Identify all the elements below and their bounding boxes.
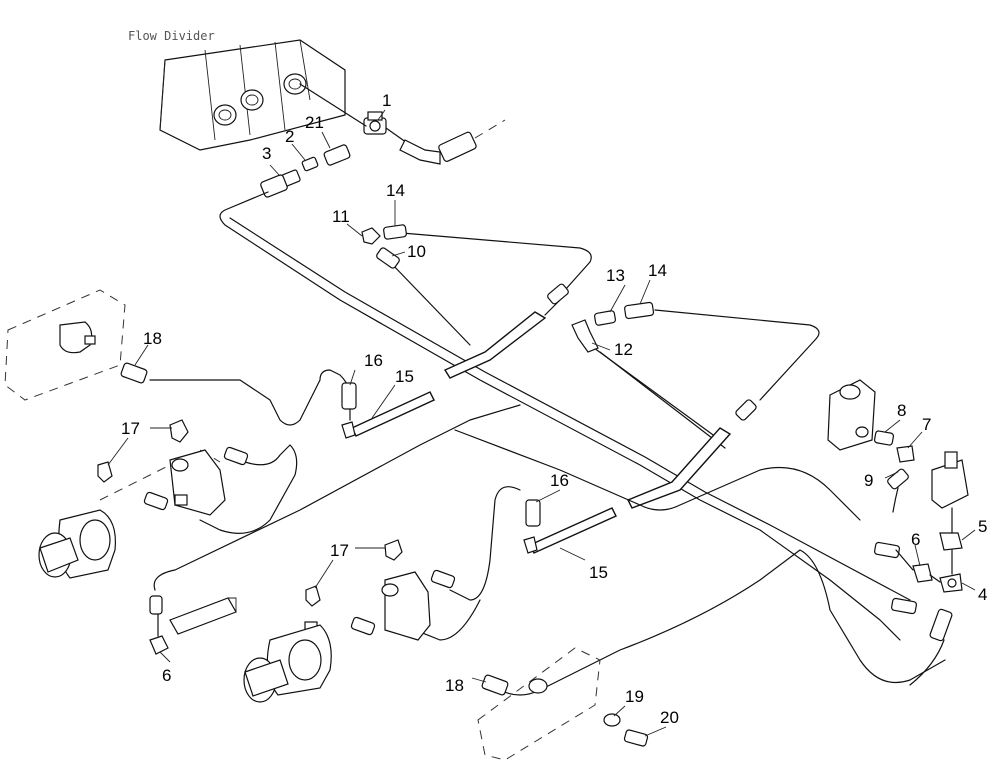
- callout-16-upper: 16: [364, 351, 383, 370]
- callout-9: 9: [864, 471, 873, 490]
- fitting-21: [323, 144, 351, 166]
- solenoid-valve: [827, 379, 876, 451]
- callout-5: 5: [978, 517, 987, 536]
- fitting-5: [939, 532, 963, 551]
- callout-17-lower: 17: [330, 541, 349, 560]
- fitting-17-upper-b: [97, 461, 113, 483]
- cylinder-lower: [243, 571, 431, 703]
- fitting-2: [301, 156, 319, 172]
- tube-15-lower: [529, 507, 617, 554]
- part-callouts: 1 2 21 3 14 11 10 13 14 12 18 16 15 17 8…: [121, 91, 987, 727]
- elbow-fitting-12: [571, 319, 599, 353]
- fitting-upper-cyl-hose: [143, 446, 249, 511]
- callout-6-right: 6: [911, 530, 920, 549]
- callout-3: 3: [262, 144, 271, 163]
- callout-11: 11: [332, 207, 350, 226]
- rigid-tube-right: [627, 427, 732, 509]
- fitting-8: [873, 430, 895, 446]
- callout-15-lower: 15: [589, 563, 608, 582]
- fitting-lower-cyl-hose: [350, 569, 456, 636]
- callout-4: 4: [978, 585, 987, 604]
- callout-19: 19: [625, 687, 644, 706]
- hose-end-right-lower: [874, 541, 953, 642]
- diagram-title: Flow Divider: [128, 29, 215, 43]
- leader-lines: [107, 109, 976, 737]
- tee-fitting-6-right: [912, 563, 933, 583]
- callout-21: 21: [305, 113, 324, 132]
- callout-8: 8: [897, 401, 906, 420]
- callout-13: 13: [606, 266, 625, 285]
- callout-6-lower: 6: [162, 666, 171, 685]
- flow-divider: [159, 39, 346, 151]
- bolt-20: [623, 729, 649, 747]
- rigid-tube-upper: [443, 311, 547, 379]
- callout-20: 20: [660, 708, 679, 727]
- callout-12: 12: [614, 340, 633, 359]
- fitting-14-upper: [383, 224, 407, 240]
- fitting-10: [376, 247, 400, 269]
- tee-fitting-1: [363, 111, 387, 135]
- fitting-9: [887, 468, 909, 490]
- elbow-hose-end: [399, 131, 477, 165]
- fitting-16-lower: [523, 499, 541, 554]
- valve-block-right: [931, 451, 969, 509]
- fitting-14-right: [624, 301, 655, 320]
- callout-10: 10: [407, 242, 426, 261]
- mount-plate-left: [4, 289, 126, 401]
- fitting-18-upper: [120, 362, 148, 384]
- callout-1: 1: [382, 91, 391, 110]
- callout-18-upper: 18: [143, 329, 162, 348]
- fitting-17-upper-a: [169, 419, 189, 443]
- elbow-fitting-11: [361, 227, 381, 245]
- valve-block-left: [169, 597, 237, 635]
- fitting-13: [593, 310, 617, 326]
- fitting-17-lower-a: [384, 539, 403, 561]
- cylinder-upper: [38, 449, 226, 579]
- hose-end-upper-right: [547, 283, 569, 305]
- fitting-6-lower: [149, 595, 169, 655]
- callout-14-right: 14: [648, 261, 667, 280]
- fitting-16-upper: [341, 382, 357, 439]
- callout-7: 7: [922, 415, 931, 434]
- fitting-17-lower-b: [305, 585, 321, 607]
- callout-18-lower: 18: [445, 676, 464, 695]
- tee-fitting-7: [896, 445, 915, 463]
- washer-19: [603, 713, 621, 727]
- callout-14-upper: 14: [386, 181, 405, 200]
- tee-fitting-4: [939, 573, 963, 593]
- callout-15-upper: 15: [395, 367, 414, 386]
- callout-2: 2: [285, 127, 294, 146]
- tube-15-upper: [351, 391, 435, 437]
- fitting-3: [260, 169, 301, 198]
- mount-plate-lower: [477, 647, 601, 761]
- callout-16-lower: 16: [550, 471, 569, 490]
- callout-17-upper: 17: [121, 419, 140, 438]
- hose-end-right: [735, 399, 757, 421]
- fitting-18-lower: [481, 674, 509, 696]
